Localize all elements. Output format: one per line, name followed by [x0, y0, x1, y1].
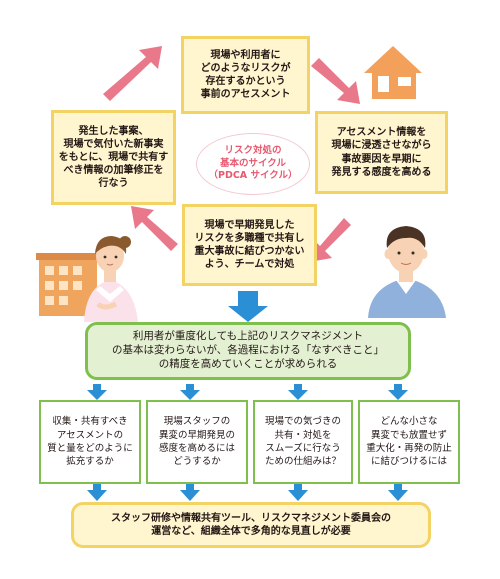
question-box-sharing-mechanism: 現場での気づきの 共有・対処を スムーズに行なう ための仕組みは？ [253, 400, 353, 484]
question-box-recurrence-prevention: どんな小さな 異変でも放置せず 重大化・再発の防止 に結びつけるには [358, 400, 460, 484]
cycle-box-team-response: 現場で早期発見した リスクを多職種で共有し 重大事故に結びつかない よう、チーム… [182, 204, 317, 286]
arrow-down-to-conclusion [87, 484, 408, 501]
arrow-down-to-questions [87, 384, 408, 400]
arrow-top-to-right [311, 58, 360, 104]
pdca-cycle-label: リスク対処の 基本のサイクル （PDCA サイクル） [196, 133, 310, 195]
cycle-box-awareness: アセスメント情報を 現場に浸透させながら 事故要因を早期に 発見する感度を高める [315, 111, 448, 194]
question-box-assessment-quality: 収集・共有すべき アセスメントの 質と量をどのように 拡充するか [39, 400, 141, 484]
arrow-down-main [228, 291, 268, 322]
cycle-box-assessment: 現場や利用者に どのようなリスクが 存在するかという 事前のアセスメント [181, 36, 310, 114]
arrow-left-to-top [103, 46, 162, 101]
conclusion-box: スタッフ研修や情報共有ツール、リスクマネジメント委員会の 運営など、組織全体で多… [71, 502, 431, 548]
arrow-right-to-bottom [309, 218, 351, 262]
question-box-early-detection: 現場スタッフの 異変の早期発見の 感度を高めるには どうするか [146, 400, 248, 484]
cycle-box-revision: 発生した事案、 現場で気付いた新事実 をもとに、現場で共有す べき情報の加筆修正… [51, 110, 176, 205]
summary-box: 利用者が重度化しても上記のリスクマネジメント の基本は変わらないが、各過程におけ… [85, 322, 411, 380]
arrow-bottom-to-left [131, 206, 178, 251]
